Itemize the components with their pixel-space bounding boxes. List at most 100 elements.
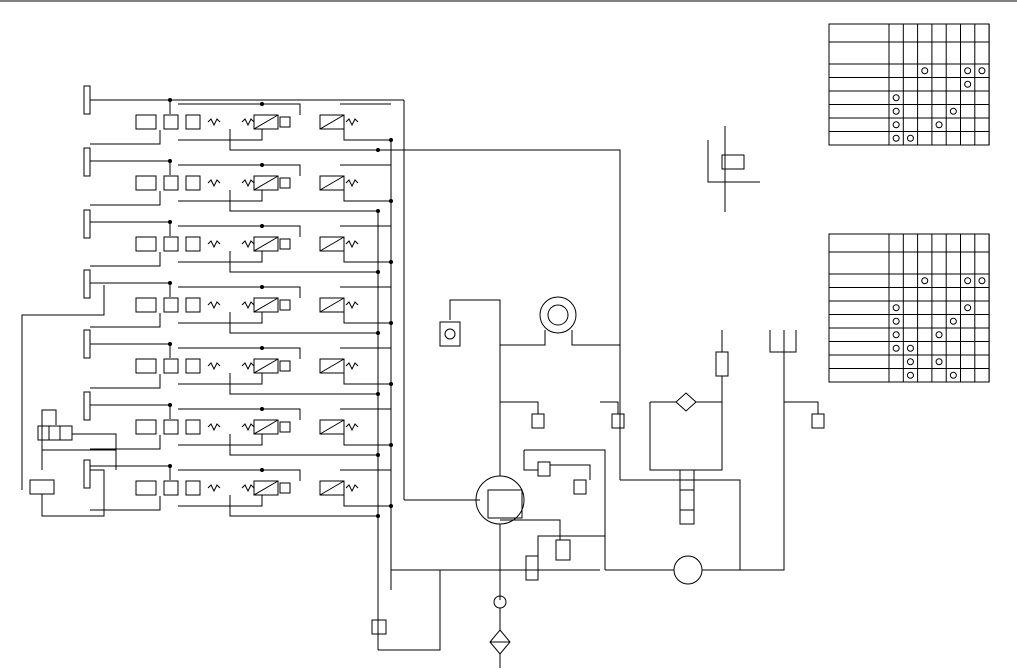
- left-cylinder-bank: [22, 86, 116, 516]
- cylinder-4: [84, 270, 90, 298]
- table-mark: [936, 359, 942, 365]
- spring: [346, 241, 358, 247]
- table-mark: [893, 108, 899, 114]
- table-1: [829, 24, 989, 145]
- solenoid-diagonal: [254, 420, 278, 434]
- check-valve: [136, 359, 156, 373]
- pilot-valve: [320, 298, 344, 312]
- table-mark: [965, 81, 971, 87]
- solenoid-valve-left: [30, 480, 54, 494]
- pilot-valve: [320, 359, 344, 373]
- cartridge-valve: [164, 359, 178, 373]
- row-line: [344, 373, 391, 384]
- row-line: [90, 161, 170, 175]
- cylinder-6: [84, 392, 90, 420]
- row-line: [344, 190, 391, 201]
- junction-dot: [168, 159, 172, 163]
- pilot-valve: [320, 237, 344, 251]
- pilot-diagonal: [320, 420, 344, 434]
- row-line: [230, 434, 378, 455]
- row-line: [178, 470, 300, 481]
- row-line: [90, 344, 170, 358]
- cartridge-valve: [164, 237, 178, 251]
- row-line: [344, 434, 391, 445]
- valve-row-7: [90, 464, 393, 518]
- pilot-diagonal: [320, 481, 344, 495]
- spring: [208, 119, 220, 125]
- solenoid-diagonal: [254, 115, 278, 129]
- spring: [208, 241, 220, 247]
- cartridge-valve: [164, 298, 178, 312]
- pilot-valve: [320, 420, 344, 434]
- row-line: [178, 434, 262, 445]
- solenoid-diagonal: [254, 237, 278, 251]
- pilot-diagonal: [320, 237, 344, 251]
- row-line: [178, 190, 262, 201]
- relief-valve-bottom-left: [372, 620, 386, 634]
- spring: [242, 119, 254, 125]
- valve-row-5: [90, 342, 393, 396]
- relief-valve-right: [812, 414, 824, 428]
- row-line: [230, 312, 378, 333]
- junction-dot: [168, 281, 172, 285]
- pump-symbol: [476, 476, 524, 524]
- relief-valve-a: [532, 414, 544, 428]
- solenoid-diagonal: [254, 359, 278, 373]
- cartridge-valve: [164, 420, 178, 434]
- row-line: [90, 100, 170, 114]
- table-mark: [979, 278, 985, 284]
- row-line: [90, 313, 160, 327]
- valve-row-2: [90, 159, 393, 213]
- row-line: [178, 495, 262, 506]
- solenoid-diagonal: [254, 481, 278, 495]
- accumulator: [716, 352, 728, 376]
- table-mark: [893, 318, 899, 324]
- table-mark: [936, 122, 942, 128]
- pump-assembly: [372, 297, 824, 668]
- junction-dot: [260, 163, 264, 167]
- pilot-valve: [320, 115, 344, 129]
- check-valve: [136, 176, 156, 190]
- spring: [346, 424, 358, 430]
- junction-dot: [260, 346, 264, 350]
- cartridge-valve: [164, 115, 178, 129]
- spring: [242, 424, 254, 430]
- solenoid-diagonal: [254, 176, 278, 190]
- table-mark: [979, 68, 985, 74]
- table-mark: [950, 372, 956, 378]
- row-line: [178, 251, 262, 262]
- row-line: [178, 165, 300, 176]
- spring: [208, 424, 220, 430]
- table-mark: [965, 278, 971, 284]
- cartridge-valve: [186, 420, 200, 434]
- directional-valve-center: [526, 556, 538, 580]
- directional-valve-left: [38, 426, 72, 440]
- cylinder-2: [84, 148, 90, 176]
- solenoid-coil: [280, 422, 290, 432]
- pilot-valve: [320, 176, 344, 190]
- spring: [346, 485, 358, 491]
- row-line: [344, 251, 391, 262]
- cartridge-valve: [186, 115, 200, 129]
- spring: [208, 485, 220, 491]
- cartridge-valve: [164, 176, 178, 190]
- row-line: [178, 373, 262, 384]
- table-mark: [965, 305, 971, 311]
- junction-dot: [260, 468, 264, 472]
- junction-dot: [168, 464, 172, 468]
- relief-valve-b: [612, 414, 624, 428]
- row-line: [90, 130, 160, 144]
- row-line: [178, 226, 300, 237]
- check-valve-center: [440, 322, 460, 346]
- junction-dot: [260, 285, 264, 289]
- spring: [208, 363, 220, 369]
- row-line: [178, 312, 262, 323]
- solenoid-coil: [280, 117, 290, 127]
- row-line: [230, 190, 378, 211]
- row-line: [178, 129, 262, 140]
- valve-row-3: [90, 220, 393, 274]
- junction-dot: [168, 342, 172, 346]
- cartridge-valve: [186, 481, 200, 495]
- cylinder-5: [84, 330, 90, 358]
